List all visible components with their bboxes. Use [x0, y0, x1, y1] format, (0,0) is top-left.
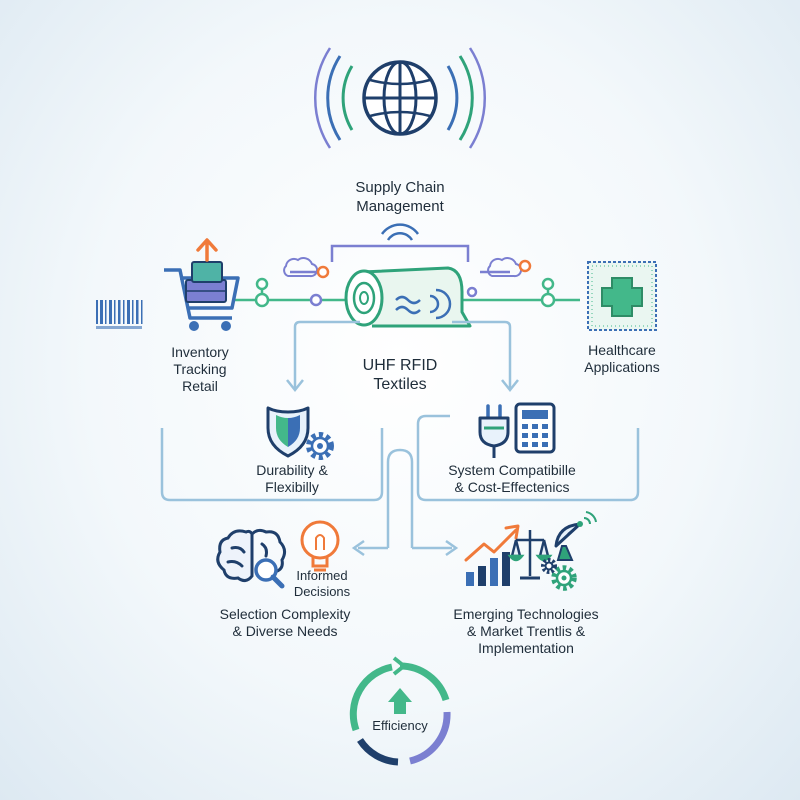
plug-icon [478, 404, 510, 458]
globe-icon [313, 47, 487, 149]
middle-panels [160, 414, 640, 557]
rfid-roll-icon [344, 266, 472, 328]
network-connectors [234, 223, 580, 308]
calculator-icon [514, 402, 556, 454]
selection-complexity-label: Selection Complexity& Diverse Needs [219, 606, 351, 639]
satellite-dish-icon [554, 511, 597, 561]
system-compatibility-label: System Compatibille& Cost-Effectenics [448, 462, 576, 495]
gear-icon [551, 565, 577, 591]
brain-icon [216, 528, 287, 589]
barcode-icon [96, 300, 143, 329]
split-arrows [286, 320, 519, 393]
efficiency-cycle-icon [349, 656, 451, 766]
scale-icon [507, 530, 553, 580]
emerging-technologies-label: Emerging Technologies& Market Trentlis &… [453, 606, 599, 656]
durability-flexibility-label: Durability &Flexibilly [256, 462, 328, 495]
lightbulb-icon [300, 520, 340, 572]
gear-icon [541, 558, 557, 574]
efficiency-label: Efficiency [372, 718, 428, 733]
bar-chart-icon [464, 524, 520, 586]
shield-icon [266, 406, 310, 458]
medical-cross-icon [587, 261, 657, 331]
cart-icon [164, 238, 240, 331]
gear-icon [306, 432, 334, 460]
